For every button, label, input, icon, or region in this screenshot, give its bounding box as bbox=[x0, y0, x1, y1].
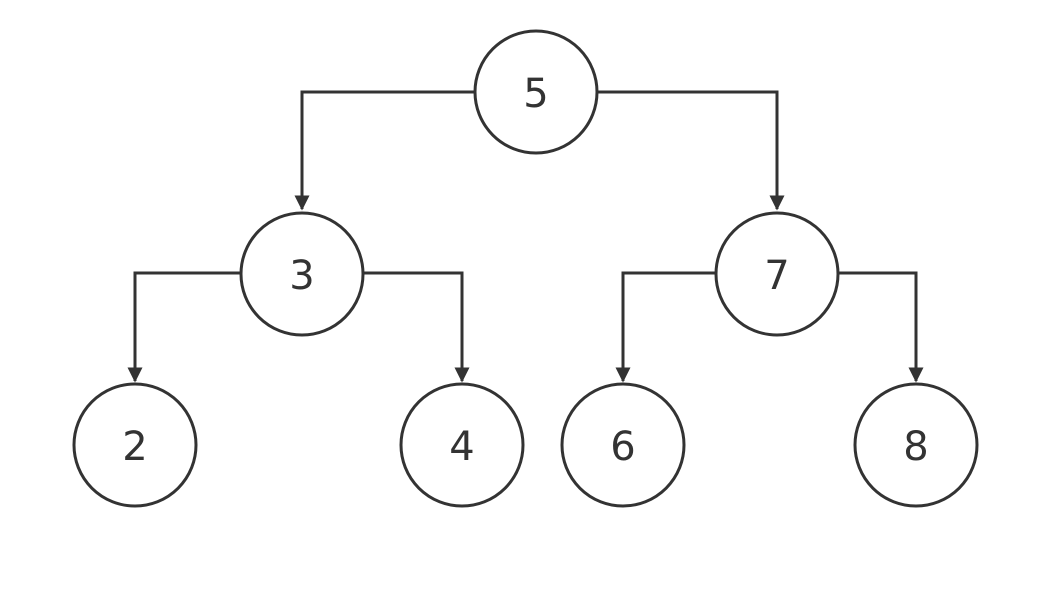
tree-node-8: 8 bbox=[853, 382, 979, 508]
node-label: 8 bbox=[903, 424, 928, 470]
tree-node-3: 3 bbox=[239, 211, 365, 337]
node-circle bbox=[399, 382, 525, 508]
node-label: 2 bbox=[122, 424, 147, 470]
node-label: 7 bbox=[764, 253, 789, 299]
node-label: 6 bbox=[610, 424, 635, 470]
edge-3-to-4 bbox=[364, 271, 470, 383]
edge-7-to-6 bbox=[615, 271, 716, 383]
node-circle bbox=[714, 211, 840, 337]
edge-3-to-2 bbox=[127, 271, 241, 383]
edge-5-to-3 bbox=[294, 90, 475, 211]
tree-node-4: 4 bbox=[399, 382, 525, 508]
node-label: 5 bbox=[523, 71, 548, 117]
tree-node-7: 7 bbox=[714, 211, 840, 337]
tree-node-2: 2 bbox=[72, 382, 198, 508]
node-circle bbox=[473, 29, 599, 155]
node-circle bbox=[560, 382, 686, 508]
tree-node-6: 6 bbox=[560, 382, 686, 508]
edges bbox=[127, 90, 924, 383]
edge-7-to-8 bbox=[839, 271, 924, 383]
node-circle bbox=[853, 382, 979, 508]
edge-5-to-7 bbox=[598, 90, 785, 211]
node-label: 4 bbox=[449, 424, 474, 470]
node-circle bbox=[239, 211, 365, 337]
node-circle bbox=[72, 382, 198, 508]
tree-node-5: 5 bbox=[473, 29, 599, 155]
node-label: 3 bbox=[289, 253, 314, 299]
